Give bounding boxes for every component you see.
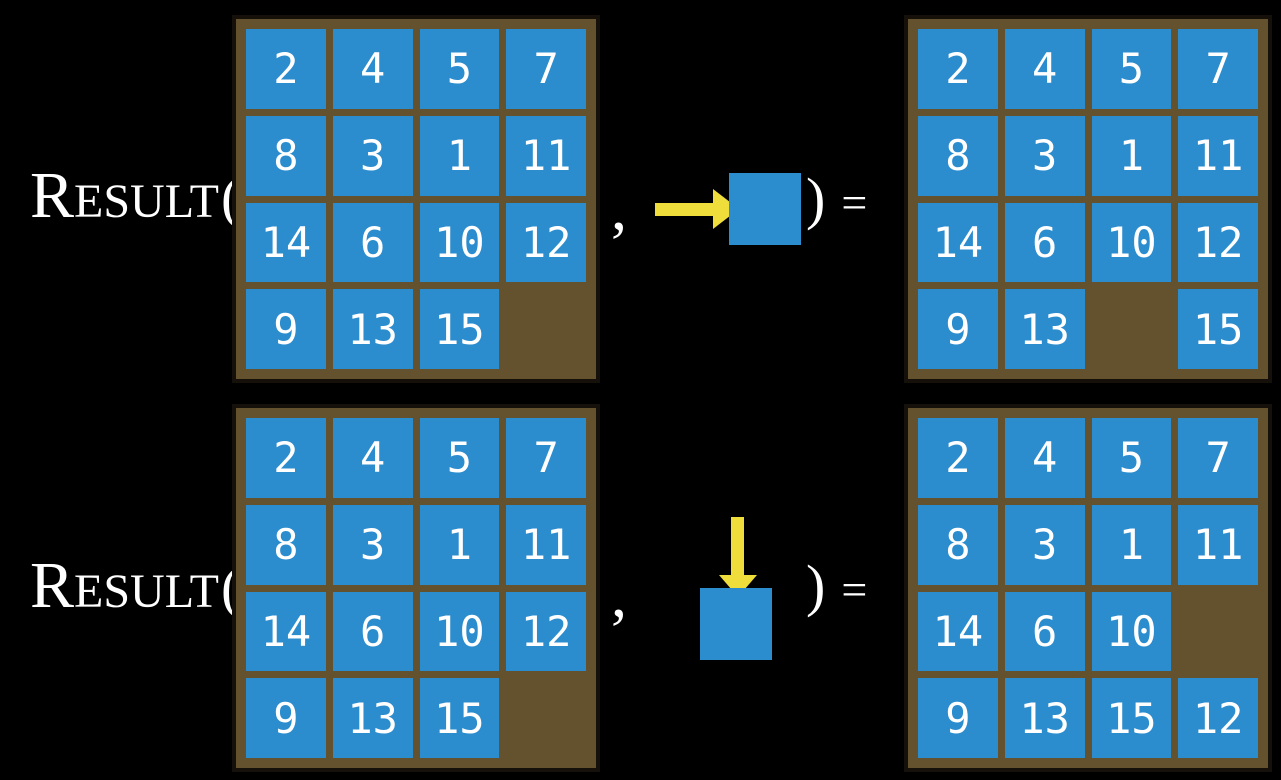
tile-3: 3 <box>1004 115 1085 196</box>
function-name-rest: ESULT <box>74 175 219 228</box>
empty-cell <box>1178 592 1258 672</box>
tile-8: 8 <box>918 115 998 196</box>
equals-sign: = <box>841 177 868 228</box>
tile-10: 10 <box>1091 591 1172 672</box>
tile-8: 8 <box>246 504 326 585</box>
tile-9: 9 <box>246 678 326 758</box>
tile-12: 12 <box>506 591 586 672</box>
empty-cell <box>506 678 586 758</box>
close-paren-equals: ) = <box>806 557 867 615</box>
tile-15: 15 <box>1178 289 1258 369</box>
tile-4: 4 <box>1004 418 1085 498</box>
tile-2: 2 <box>918 29 998 109</box>
tile-8: 8 <box>918 504 998 585</box>
tile-11: 11 <box>506 115 586 196</box>
tile-12: 12 <box>506 202 586 283</box>
tile-7: 7 <box>506 418 586 498</box>
tile-15: 15 <box>419 289 500 369</box>
close-paren: ) <box>806 166 826 231</box>
tile-1: 1 <box>419 115 500 196</box>
empty-cell <box>1092 289 1172 369</box>
function-name-rest: ESULT <box>74 565 219 618</box>
tile-15: 15 <box>419 678 500 758</box>
tile-13: 13 <box>1004 678 1085 758</box>
tile-3: 3 <box>332 504 413 585</box>
tile-5: 5 <box>1091 418 1172 498</box>
tile-8: 8 <box>246 115 326 196</box>
function-name-initial: R <box>30 159 75 232</box>
tile-7: 7 <box>1178 29 1258 109</box>
tile-4: 4 <box>1004 29 1085 109</box>
equals-sign: = <box>841 564 868 615</box>
tile-14: 14 <box>918 202 998 283</box>
tile-12: 12 <box>1178 202 1258 283</box>
tile-10: 10 <box>1091 202 1172 283</box>
tile-9: 9 <box>918 678 998 758</box>
tile-4: 4 <box>332 418 413 498</box>
tile-14: 14 <box>246 202 326 283</box>
tile-9: 9 <box>246 289 326 369</box>
arrow-down-icon <box>719 517 757 597</box>
close-paren-equals: ) = <box>806 170 867 228</box>
tile-11: 11 <box>506 504 586 585</box>
tile-12: 12 <box>1178 678 1258 758</box>
tile-5: 5 <box>1091 29 1172 109</box>
tile-13: 13 <box>1004 289 1085 369</box>
tile-4: 4 <box>332 29 413 109</box>
tile-1: 1 <box>1091 115 1172 196</box>
tile-9: 9 <box>918 289 998 369</box>
tile-6: 6 <box>332 591 413 672</box>
tile-7: 7 <box>506 29 586 109</box>
tile-11: 11 <box>1178 504 1258 585</box>
empty-cell <box>506 289 586 369</box>
tile-13: 13 <box>332 289 413 369</box>
moved-tile-square <box>700 588 772 660</box>
tile-5: 5 <box>419 29 500 109</box>
tile-5: 5 <box>419 418 500 498</box>
argument-separator-comma: , <box>611 172 627 243</box>
tile-3: 3 <box>1004 504 1085 585</box>
tile-3: 3 <box>332 115 413 196</box>
moved-tile-square <box>729 173 801 245</box>
tile-11: 11 <box>1178 115 1258 196</box>
tile-10: 10 <box>419 202 500 283</box>
tile-6: 6 <box>1004 591 1085 672</box>
tile-15: 15 <box>1091 678 1172 758</box>
function-name-initial: R <box>30 549 75 622</box>
tile-10: 10 <box>419 591 500 672</box>
tile-1: 1 <box>1091 504 1172 585</box>
close-paren: ) <box>806 553 826 618</box>
tile-14: 14 <box>246 591 326 672</box>
tile-6: 6 <box>1004 202 1085 283</box>
tile-13: 13 <box>332 678 413 758</box>
arrow-right-icon <box>655 189 739 229</box>
tile-6: 6 <box>332 202 413 283</box>
tile-2: 2 <box>918 418 998 498</box>
tile-1: 1 <box>419 504 500 585</box>
tile-2: 2 <box>246 418 326 498</box>
tile-14: 14 <box>918 591 998 672</box>
tile-2: 2 <box>246 29 326 109</box>
tile-7: 7 <box>1178 418 1258 498</box>
argument-separator-comma: , <box>611 559 627 630</box>
